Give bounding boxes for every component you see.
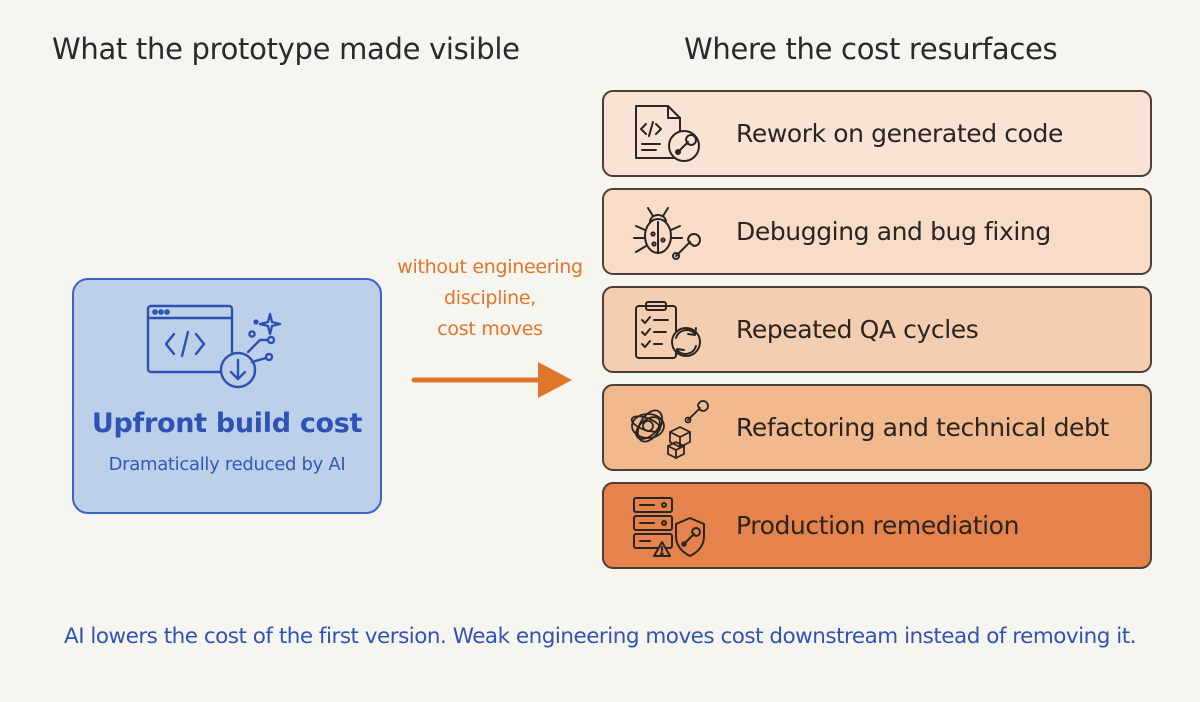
arrow-caption-line: without engineering xyxy=(397,256,583,278)
tangle-boxes-icon xyxy=(630,400,709,459)
cost-item-label: Repeated QA cycles xyxy=(736,315,979,344)
cost-item-rework: Rework on generated code xyxy=(602,90,1152,177)
cost-item-label: Debugging and bug fixing xyxy=(736,217,1051,246)
code-window-download-icon xyxy=(146,304,282,389)
cost-item-qa-cycles: Repeated QA cycles xyxy=(602,286,1152,373)
upfront-cost-box: Upfront build cost Dramatically reduced … xyxy=(72,278,382,514)
server-shield-warning-icon xyxy=(633,497,705,557)
arrow-caption-line: cost moves xyxy=(437,318,543,340)
cost-item-refactoring: Refactoring and technical debt xyxy=(602,384,1152,471)
arrow-caption: without engineering discipline, cost mov… xyxy=(392,252,588,345)
cost-item-label: Production remediation xyxy=(736,511,1020,540)
right-arrow-icon xyxy=(411,362,572,398)
right-heading: Where the cost resurfaces xyxy=(684,32,1058,66)
cost-item-label: Rework on generated code xyxy=(736,119,1063,148)
code-document-wrench-icon xyxy=(635,105,700,162)
clipboard-cycle-icon xyxy=(635,301,701,359)
upfront-subtitle: Dramatically reduced by AI xyxy=(108,454,346,475)
cost-item-production-remediation: Production remediation xyxy=(602,482,1152,569)
footer-summary: AI lowers the cost of the first version.… xyxy=(64,624,1136,649)
upfront-title: Upfront build cost xyxy=(91,408,363,439)
arrow-caption-line: discipline, xyxy=(443,287,537,309)
cost-item-debugging: Debugging and bug fixing xyxy=(602,188,1152,275)
left-heading: What the prototype made visible xyxy=(52,32,520,66)
bug-wrench-icon xyxy=(633,207,701,260)
cost-item-label: Refactoring and technical debt xyxy=(736,413,1109,442)
